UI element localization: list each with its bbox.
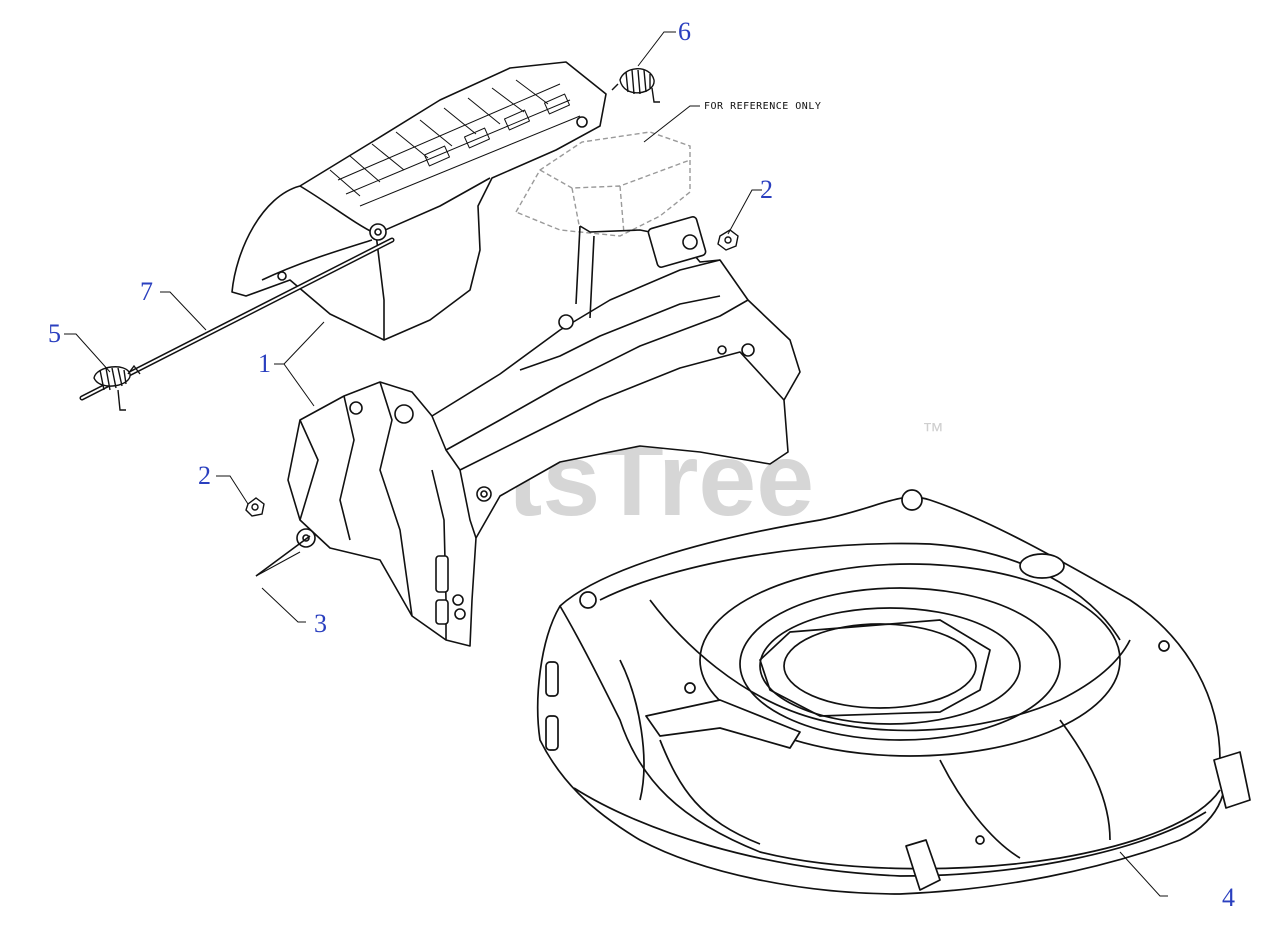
leader-3	[261, 587, 306, 623]
callout-7: 7	[140, 277, 153, 306]
rear-flap	[231, 61, 607, 341]
leader-1b	[283, 321, 325, 365]
leader-lines	[64, 31, 1168, 897]
leader-reference	[643, 105, 700, 143]
leader-5	[64, 333, 111, 373]
leader-6	[637, 31, 676, 67]
leader-2-right	[727, 189, 762, 235]
deck	[536, 489, 1251, 895]
callout-1: 1	[258, 349, 271, 378]
reference-note: FOR REFERENCE ONLY	[704, 101, 821, 112]
leader-2-left	[216, 475, 249, 505]
nut-right	[717, 229, 739, 251]
callout-2-left: 2	[198, 461, 211, 490]
top-spring	[611, 68, 660, 103]
callout-2-right: 2	[760, 175, 773, 204]
callout-5: 5	[48, 319, 61, 348]
hinge-rod	[79, 237, 395, 401]
callout-4: 4	[1222, 883, 1235, 912]
leader-1a	[274, 363, 315, 407]
left-spring	[93, 364, 141, 411]
rod-end	[255, 535, 311, 577]
callouts: 1 2 2 3 4 5 6 7	[48, 17, 1235, 912]
watermark-trademark: ™	[922, 418, 944, 443]
leader-7	[160, 291, 207, 331]
upper-housing	[287, 216, 801, 647]
callout-3: 3	[314, 609, 327, 638]
callout-6: 6	[678, 17, 691, 46]
leader-4	[1119, 851, 1168, 897]
nut-left	[245, 497, 265, 517]
reference-chute	[514, 131, 691, 237]
